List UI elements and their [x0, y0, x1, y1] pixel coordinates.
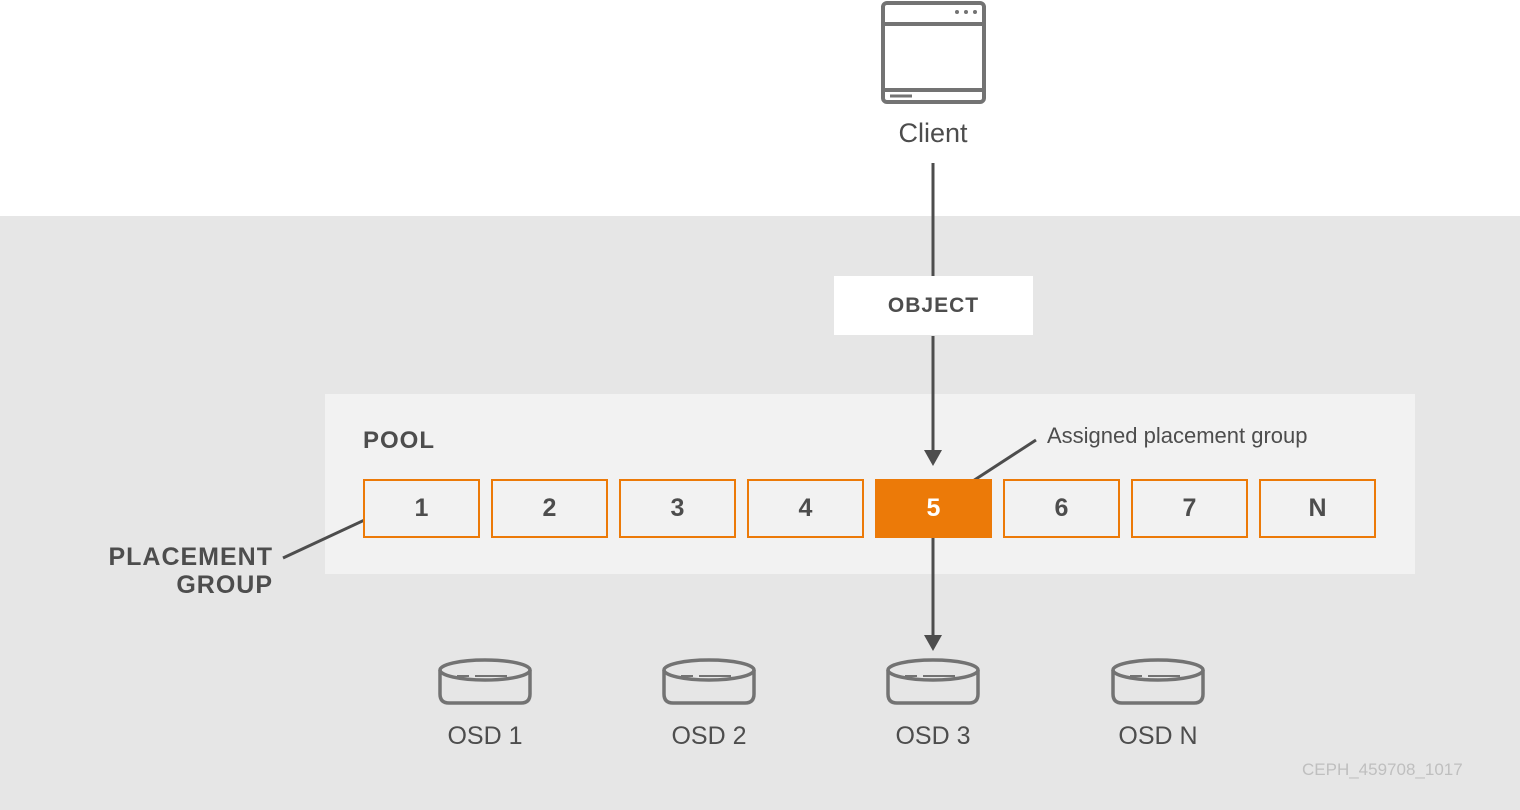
app-window-icon [881, 1, 986, 104]
client-label: Client [898, 118, 968, 148]
disk-icon-osd-1 [438, 658, 532, 705]
object-box: OBJECT [834, 276, 1033, 335]
placement-group-label: PLACEMENT GROUP [108, 543, 273, 599]
pg-to-osd-arrowhead [924, 635, 942, 651]
assigned-placement-group-box: 5 [875, 479, 992, 538]
assigned-placement-group-label: Assigned placement group [1047, 423, 1308, 448]
placement-group-box: 3 [619, 479, 736, 538]
placement-group-box: 6 [1003, 479, 1120, 538]
disk-icon-osd-3 [886, 658, 980, 705]
osd-label: OSD 2 [671, 722, 747, 750]
figure-id-watermark: CEPH_459708_1017 [1302, 760, 1463, 779]
placement-group-box: N [1259, 479, 1376, 538]
osd-label: OSD N [1118, 722, 1198, 750]
placement-group-box: 7 [1131, 479, 1248, 538]
placement-group-box: 2 [491, 479, 608, 538]
osd-label: OSD 3 [895, 722, 971, 750]
disk-icon-osd-n [1111, 658, 1205, 705]
placement-group-box: 4 [747, 479, 864, 538]
osd-label: OSD 1 [447, 722, 523, 750]
disk-icon-osd-2 [662, 658, 756, 705]
pool-label: POOL [363, 427, 436, 454]
object-to-pg-arrowhead [924, 450, 942, 466]
placement-group-box: 1 [363, 479, 480, 538]
